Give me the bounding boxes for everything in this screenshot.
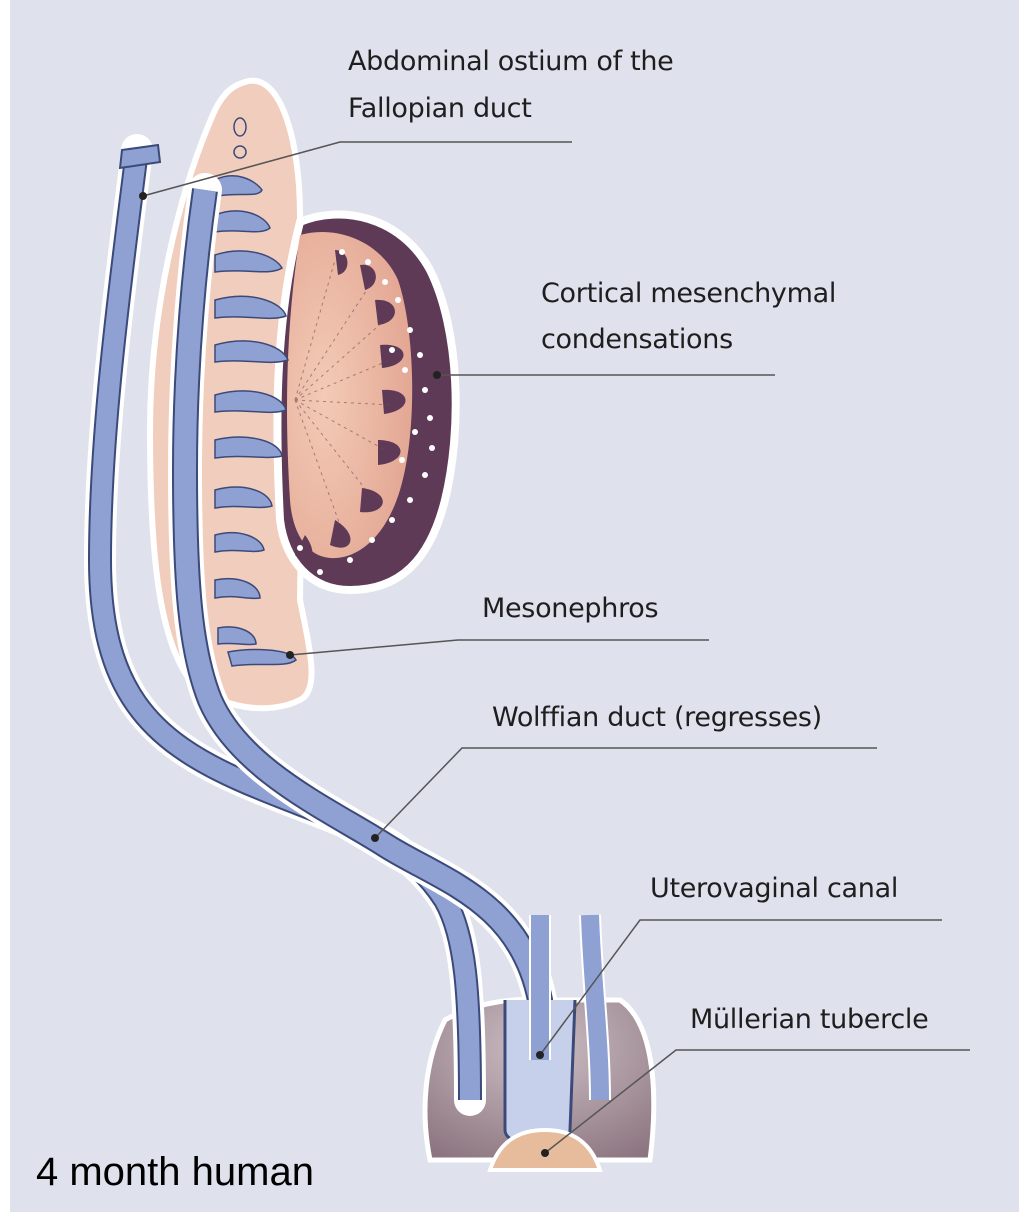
label-abdominal-ostium-line1: Abdominal ostium of the: [348, 44, 674, 80]
figure-caption: 4 month human: [36, 1150, 314, 1195]
label-cortical-line1: Cortical mesenchymal: [541, 276, 836, 312]
label-wolffian-duct: Wolffian duct (regresses): [492, 700, 822, 736]
label-cortical-line2: condensations: [541, 322, 733, 358]
label-mullerian-tubercle: Müllerian tubercle: [690, 1002, 928, 1038]
label-abdominal-ostium-line2: Fallopian duct: [348, 91, 531, 127]
ovary: [277, 214, 455, 590]
label-mesonephros: Mesonephros: [482, 591, 658, 627]
leader-wolffian: [375, 748, 877, 838]
label-uterovaginal-canal: Uterovaginal canal: [650, 871, 898, 907]
leader-mesonephros: [290, 640, 709, 655]
